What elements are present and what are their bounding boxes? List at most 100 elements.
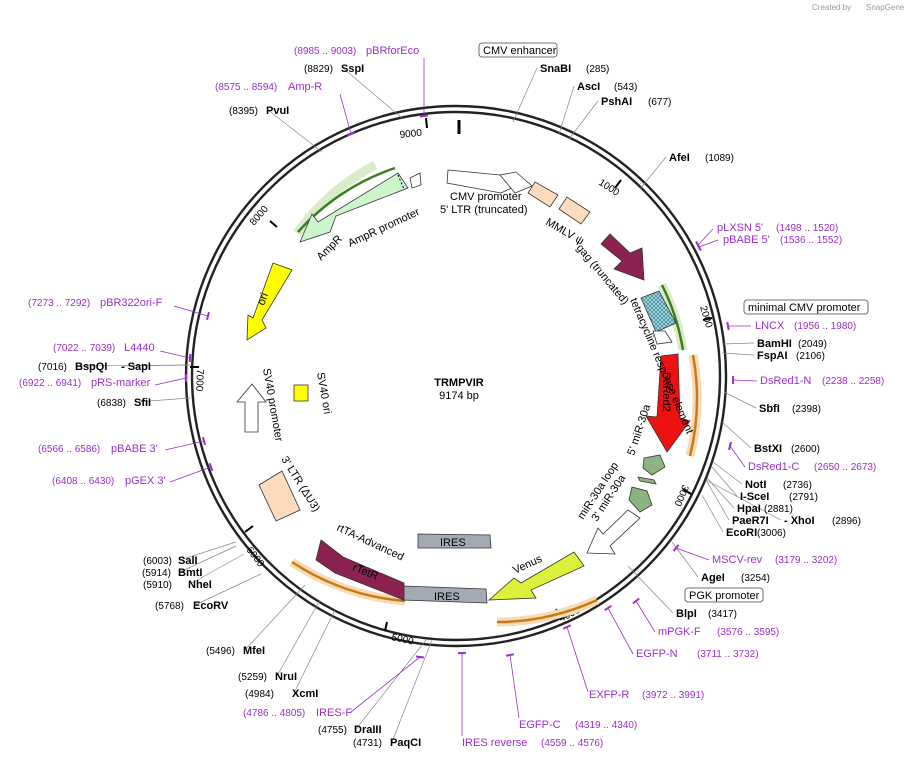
primer-position: (7022 .. 7039) [53, 343, 115, 354]
site-label-bspqi: BspQI [75, 361, 107, 373]
site-leader [391, 639, 433, 743]
primer-label-pbabe-5: pBABE 5' [723, 234, 770, 246]
credit-prefix: Created by [812, 3, 851, 12]
label-ires-outer: IRES [434, 591, 460, 603]
primer-leader [159, 350, 191, 359]
dsred-orf-bar [688, 354, 699, 457]
map-length: 9174 bp [439, 390, 479, 402]
primer-position: (3972 .. 3991) [642, 690, 704, 701]
primer-label-mpgk-f: mPGK-F [658, 626, 701, 638]
site-position: (5259) [238, 672, 267, 683]
site-position: (7016) [38, 362, 67, 373]
map-title: TRMPVIR [434, 377, 484, 389]
primer-mark [208, 462, 214, 472]
ires-inner-block [417, 533, 492, 549]
primer-label-dsred1-n: DsRed1-N [760, 375, 811, 387]
gag-arrow [600, 233, 645, 281]
site-leader [711, 466, 738, 497]
minimal-cmv-box [743, 299, 869, 315]
primer-leader [675, 547, 710, 561]
site-label-ecori: EcoRI [726, 527, 757, 539]
primer-leader [607, 607, 634, 655]
primer-position: (6566 .. 6586) [38, 444, 100, 455]
ruler-tick-label: 5000 [390, 632, 414, 647]
primer-mark [188, 353, 192, 363]
site-position: (2881) [764, 504, 793, 515]
primer-position: (7273 .. 7292) [28, 298, 90, 309]
primer-label-egfp-n: EGFP-N [636, 648, 678, 660]
site-label-mfei: MfeI [243, 645, 265, 657]
site-position: (5496) [206, 646, 235, 657]
site-position: (5768) [155, 601, 184, 612]
primer-position: (3711 .. 3732) [697, 649, 759, 660]
ruler-tick [682, 488, 692, 495]
primer-position: (2650 .. 2673) [814, 462, 876, 473]
site-leader [705, 479, 730, 521]
primer-mark [672, 544, 680, 552]
primer-mark [505, 653, 515, 657]
label-pgk: PGK promoter [689, 590, 760, 602]
primer-leader [698, 239, 719, 248]
primer-mark [346, 131, 356, 137]
ampr-dash [397, 174, 405, 190]
site-leader [627, 565, 674, 614]
primer-leader [732, 379, 758, 382]
ampr-promoter-arrow [409, 172, 422, 189]
site-leader [701, 494, 724, 533]
rtta-orf-bar [291, 560, 406, 603]
ruler-tick [244, 525, 254, 533]
primer-position: (3179 .. 3202) [775, 555, 837, 566]
site-position: (5914) [142, 568, 171, 579]
primer-label-exfp-r: EXFP-R [589, 689, 629, 701]
primer-leader [339, 93, 352, 135]
site-position: (2736) [783, 480, 812, 491]
site-label-blpi: BlpI [676, 608, 697, 620]
ruler-tick-label: 7000 [193, 369, 205, 392]
sv40-promoter-arrow [236, 383, 267, 433]
primer-marks [184, 114, 735, 659]
label-sv40-ori: SV40 ori [314, 371, 333, 415]
label-sv40-promoter: SV40 promoter [260, 367, 285, 442]
site-label-agei: AgeI [701, 572, 725, 584]
site-label-paer7i: PaeR7I [732, 515, 769, 527]
site-label-hpai: HpaI [737, 503, 761, 515]
tre-end-arrow [652, 330, 673, 345]
site-leader [135, 397, 191, 403]
primer-position: (4786 .. 4805) [243, 708, 305, 719]
primer-leader [729, 445, 746, 468]
features [236, 169, 691, 604]
pgk-arrow [586, 509, 641, 555]
site-label-i-scei: I-SceI [740, 491, 769, 503]
primer-position: (6922 .. 6941) [19, 378, 81, 389]
site-label-sbfi: SbfI [759, 403, 780, 415]
label-mir30a-5: 5' miR-30a [625, 402, 653, 457]
primer-label-egfp-c: EGFP-C [519, 719, 561, 731]
site-position: (1089) [705, 153, 734, 164]
primer-leader [173, 305, 209, 317]
pgk-box [684, 587, 764, 603]
primer-leader [154, 377, 187, 386]
site-leader [721, 342, 755, 345]
ltr5-block [527, 181, 559, 208]
primer-position: (6408 .. 6430) [52, 476, 114, 487]
primer-label-prs-marker: pRS-marker [91, 377, 151, 389]
site-position: (4755) [318, 725, 347, 736]
site-position: (543) [614, 82, 637, 93]
label-rtta: rtTA-Advanced [335, 522, 406, 564]
tre-orf-bar [660, 284, 685, 351]
site-label-nhei: NheI [188, 579, 212, 591]
label-cmv-promoter: CMV promoter [450, 191, 522, 203]
mir30a-loop-mark [637, 476, 657, 485]
label-dsred2: DsRed2 [660, 372, 672, 412]
credit-brand: SnapGene [866, 3, 905, 12]
ruler-tick [384, 621, 388, 632]
primer-leader [164, 440, 205, 451]
site-position: (2896) [832, 516, 861, 527]
primer-leader [566, 626, 589, 693]
site-position: (677) [648, 97, 671, 108]
site-label-asci: AscI [577, 81, 600, 93]
primer-mark [604, 604, 612, 612]
site-position: (8829) [304, 64, 333, 75]
primer-leader [350, 656, 421, 713]
